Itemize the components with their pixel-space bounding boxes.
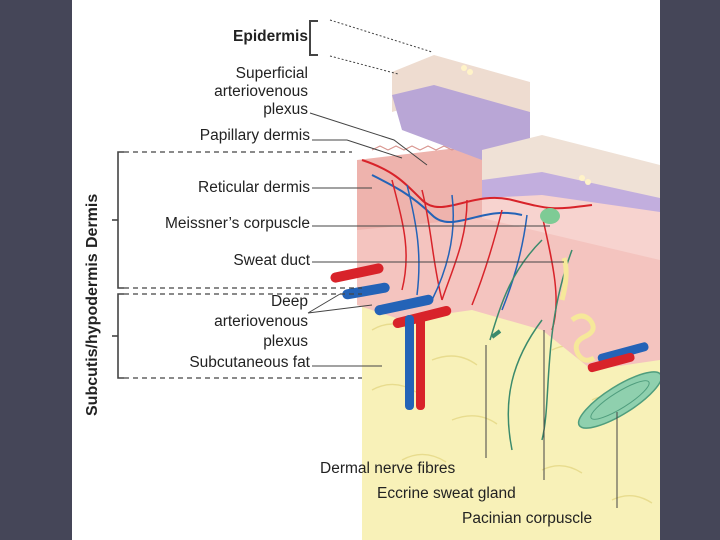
side-label-subcutis: Subcutis/hypodermis [84,253,102,416]
label-superficial-plexus-2: arteriovenous [162,83,308,101]
label-reticular-dermis: Reticular dermis [152,179,310,197]
label-deep-plexus-3: plexus [162,333,308,351]
label-subcutaneous-fat: Subcutaneous fat [132,354,310,372]
label-superficial-plexus-1: Superficial [162,65,308,83]
label-meissners-corpuscle: Meissner’s corpuscle [132,215,310,233]
label-dermal-nerve-fibres: Dermal nerve fibres [320,460,455,478]
label-eccrine-sweat-gland: Eccrine sweat gland [377,485,516,503]
meissners-corpuscle-shape [540,208,560,224]
label-deep-plexus-1: Deep [162,293,308,311]
label-deep-plexus-2: arteriovenous [162,313,308,331]
label-papillary-dermis: Papillary dermis [152,127,310,145]
layer-brackets [112,152,124,378]
slide: Epidermis Superficial arteriovenous plex… [72,0,660,540]
side-label-dermis: Dermis [84,194,102,248]
skin-cross-section-diagram [72,0,660,540]
label-sweat-duct: Sweat duct [152,252,310,270]
label-superficial-plexus-3: plexus [162,101,308,119]
label-pacinian-corpuscle: Pacinian corpuscle [462,510,592,528]
label-epidermis: Epidermis [182,28,308,46]
